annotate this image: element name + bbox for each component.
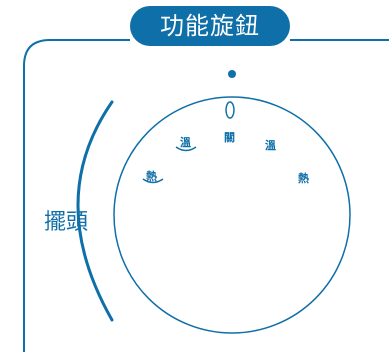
swing-arc [76, 100, 114, 322]
off-symbol-icon [225, 101, 235, 119]
indicator-dot [228, 70, 236, 78]
swing-warm-label: 溫 [180, 136, 191, 149]
knob-dial [113, 96, 351, 334]
off-label: 關 [224, 131, 235, 144]
panel-frame [23, 39, 389, 352]
swing-label: 擺頭 [44, 210, 89, 235]
warm-label: 溫 [265, 139, 276, 152]
hot-label: 熱 [298, 172, 309, 185]
title-badge: 功能旋鈕 [130, 6, 290, 46]
swing-hot-arrow-icon [142, 178, 164, 184]
swing-hot-label: 熱 [146, 170, 157, 183]
swing-warm-arrow-icon [175, 146, 197, 152]
